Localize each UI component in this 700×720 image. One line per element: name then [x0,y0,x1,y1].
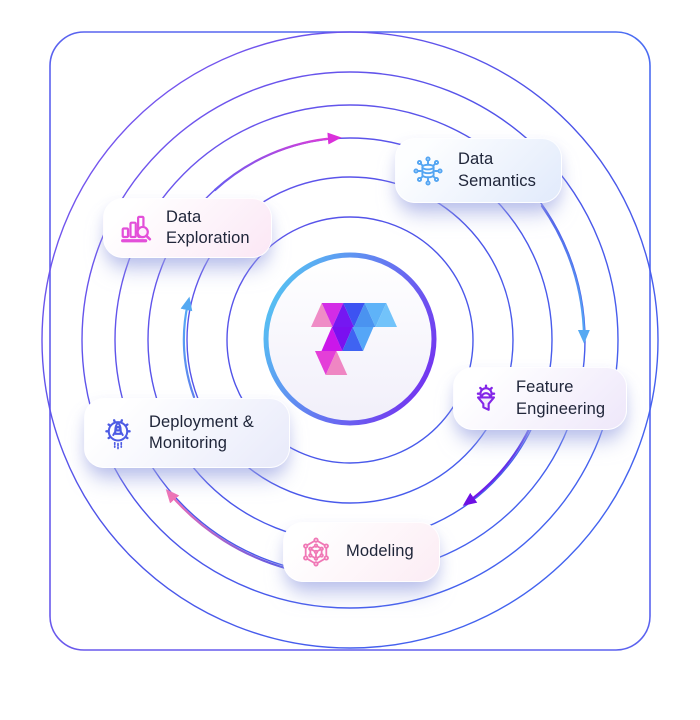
cube-hexagon-icon [303,537,329,567]
database-network-icon [413,155,443,186]
arrow-exploration-to-semantics [213,132,342,192]
card-data-exploration: Data Exploration [103,198,272,258]
card-modeling: Modeling [283,522,440,582]
bar-chart-magnifier-icon [121,215,152,243]
flow-arrows [165,132,590,571]
orbit-circle [41,31,659,649]
card-label-line: Exploration [166,229,250,247]
arrow-deployment-to-exploration [180,296,196,399]
arrow-semantics-to-feature [540,204,590,344]
card-label-line: Data [166,207,202,226]
card-label: Deployment & Monitoring [149,412,254,455]
card-label: Feature Engineering [516,377,605,420]
brand-logo [311,303,397,375]
card-deployment-monitoring: Deployment & Monitoring [84,398,290,468]
card-label-line: Deployment & [149,412,254,431]
card-label-line: Semantics [458,171,536,190]
arrow-modeling-to-deployment [165,489,291,571]
card-label: Modeling [346,541,414,562]
card-label: Data Semantics [458,149,536,192]
center-badge [263,252,437,426]
funnel-gear-icon [476,383,496,411]
rocket-gear-icon [105,419,131,450]
orbit-circle [186,176,514,504]
card-label-line: Modeling [346,542,414,561]
orbit-circle [226,216,474,464]
orbit-circle [81,71,619,609]
card-label: Data Exploration [166,207,250,250]
card-label-line: Feature [516,378,574,397]
card-data-semantics: Data Semantics [395,138,562,203]
card-label-line: Engineering [516,399,606,418]
card-label-line: Data [458,150,494,169]
card-label-line: Monitoring [149,434,228,452]
card-feature-engineering: Feature Engineering [453,367,627,430]
